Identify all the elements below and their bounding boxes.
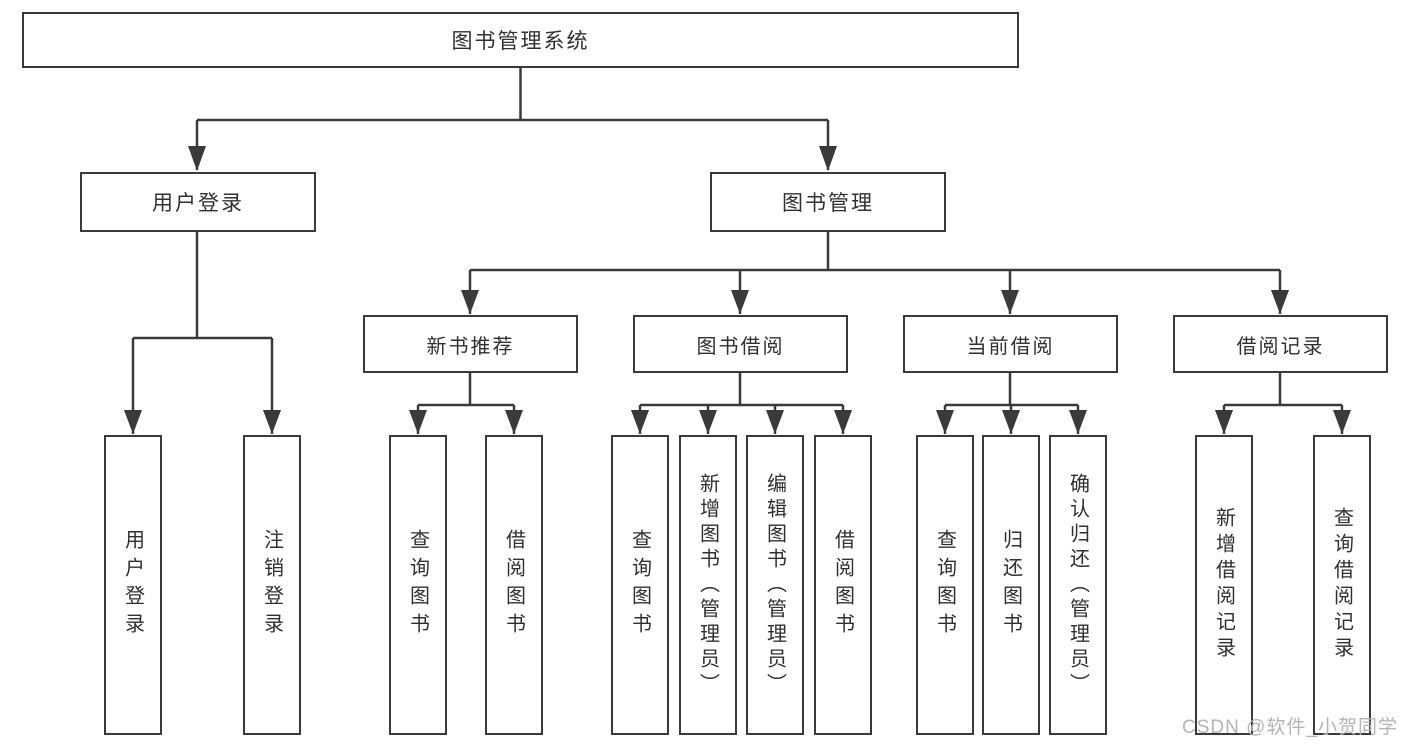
node-user-login: 用户登录 <box>80 172 316 232</box>
node-leaf-rec-borrow-books: 借阅图书 <box>485 435 543 735</box>
node-user-login-label: 用户登录 <box>152 192 244 215</box>
node-leaf-borrow-borrow-books-label: 借阅图书 <box>831 529 854 641</box>
node-leaf-query-borrow-record-label: 查询借阅记录 <box>1330 507 1353 663</box>
node-root-label: 图书管理系统 <box>451 30 590 53</box>
node-book-borrow-label: 图书借阅 <box>696 335 785 358</box>
node-book-management: 图书管理 <box>710 172 946 232</box>
node-book-management-label: 图书管理 <box>782 192 874 215</box>
node-borrow-records-label: 借阅记录 <box>1236 335 1325 358</box>
node-leaf-rec-query-books: 查询图书 <box>389 435 447 735</box>
node-leaf-add-books-admin: 新增图书（管理员） <box>679 435 737 735</box>
node-new-book-recommend-label: 新书推荐 <box>426 335 515 358</box>
node-leaf-add-borrow-record: 新增借阅记录 <box>1195 435 1253 735</box>
node-borrow-records: 借阅记录 <box>1173 315 1388 373</box>
node-book-borrow: 图书借阅 <box>633 315 848 373</box>
node-leaf-return-books: 归还图书 <box>982 435 1040 735</box>
arrow-down-icons <box>124 146 1351 434</box>
node-leaf-current-query-books: 查询图书 <box>916 435 974 735</box>
node-new-book-recommend: 新书推荐 <box>363 315 578 373</box>
node-leaf-borrow-borrow-books: 借阅图书 <box>814 435 872 735</box>
node-leaf-add-borrow-record-label: 新增借阅记录 <box>1212 507 1235 663</box>
node-leaf-edit-books-admin-label: 编辑图书（管理员） <box>763 472 786 698</box>
node-leaf-edit-books-admin: 编辑图书（管理员） <box>746 435 804 735</box>
node-current-borrow-label: 当前借阅 <box>966 335 1055 358</box>
node-leaf-confirm-return-admin: 确认归还（管理员） <box>1049 435 1107 735</box>
node-current-borrow: 当前借阅 <box>903 315 1118 373</box>
node-leaf-rec-query-books-label: 查询图书 <box>406 529 429 641</box>
node-leaf-return-books-label: 归还图书 <box>999 529 1022 641</box>
node-leaf-add-books-admin-label: 新增图书（管理员） <box>696 472 719 698</box>
node-leaf-current-query-books-label: 查询图书 <box>933 529 956 641</box>
node-leaf-user-login-label: 用户登录 <box>121 529 144 641</box>
node-leaf-borrow-query-books: 查询图书 <box>611 435 669 735</box>
node-leaf-logout: 注销登录 <box>243 435 301 735</box>
node-leaf-logout-label: 注销登录 <box>260 529 283 641</box>
node-root-system: 图书管理系统 <box>22 12 1019 68</box>
node-leaf-rec-borrow-books-label: 借阅图书 <box>502 529 525 641</box>
node-leaf-confirm-return-admin-label: 确认归还（管理员） <box>1066 472 1089 698</box>
node-leaf-borrow-query-books-label: 查询图书 <box>628 529 651 641</box>
node-leaf-query-borrow-record: 查询借阅记录 <box>1313 435 1371 735</box>
csdn-watermark: CSDN @软件_小贺同学 <box>1182 717 1398 738</box>
node-leaf-user-login: 用户登录 <box>104 435 162 735</box>
